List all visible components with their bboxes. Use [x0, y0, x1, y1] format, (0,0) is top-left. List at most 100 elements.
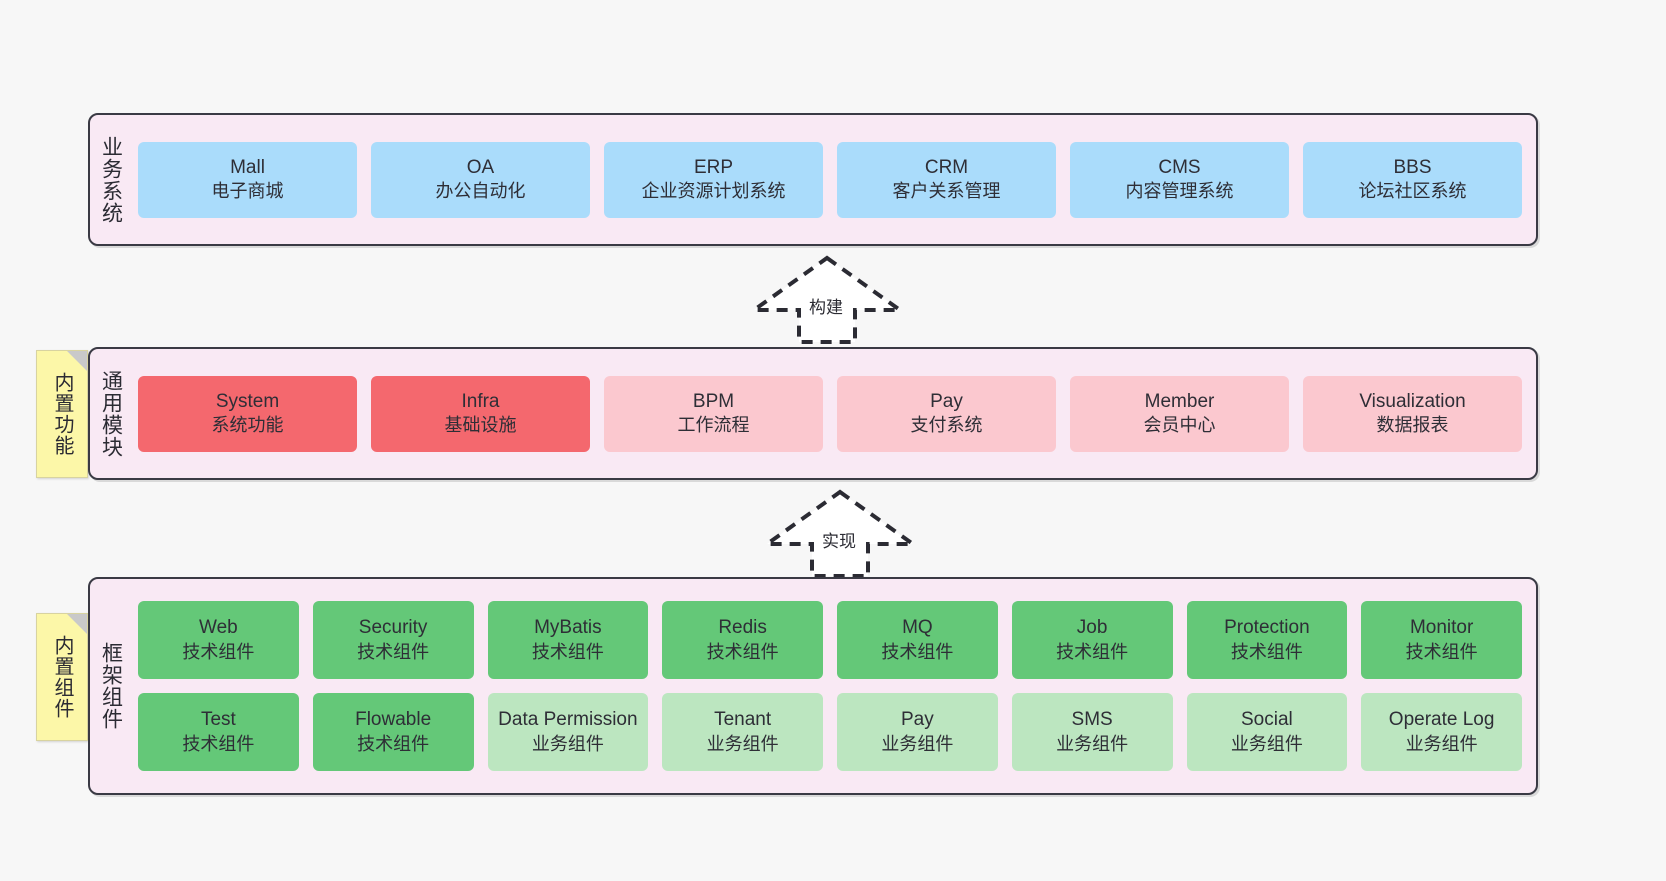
node-title-en: CRM	[924, 156, 969, 178]
sticky-note-builtin-features: 内置功能	[36, 350, 88, 478]
implement-arrow-shape	[760, 489, 920, 578]
node-card[interactable]: System 系统功能	[138, 375, 357, 452]
node-card[interactable]: CMS 内容管理系统	[1070, 141, 1289, 218]
node-title-cn: 技术组件	[1230, 641, 1303, 662]
node-title-en: Pay	[901, 709, 934, 731]
layer-body-modules: System 系统功能 Infra 基础设施 BPM 工作流程 Pay 支付系统 Member 会…	[132, 349, 1536, 478]
node-title-en: Mall	[230, 156, 265, 178]
node-card[interactable]: OA 办公自动化	[371, 141, 590, 218]
node-title-en: Web	[199, 617, 238, 639]
node-title-en: BPM	[692, 390, 735, 412]
layer-common-modules: 通用模块 System 系统功能 Infra 基础设施 BPM 工作流程 Pay 支付系统 Me…	[88, 347, 1538, 480]
node-title-en: CMS	[1158, 156, 1201, 178]
node-card[interactable]: CRM 客户关系管理	[837, 141, 1056, 218]
node-title-en: Redis	[718, 617, 767, 639]
node-card[interactable]: Pay 支付系统	[837, 375, 1056, 452]
node-card[interactable]: ERP 企业资源计划系统	[604, 141, 823, 218]
node-title-cn: 支付系统	[910, 415, 983, 436]
node-card[interactable]: Member 会员中心	[1070, 375, 1289, 452]
node-title-en: Infra	[461, 390, 500, 412]
node-title-en: OA	[466, 156, 495, 178]
modules-node-row: System 系统功能 Infra 基础设施 BPM 工作流程 Pay 支付系统 Member 会…	[138, 375, 1522, 452]
node-title-en: Operate Log	[1388, 709, 1495, 731]
node-title-cn: 技术组件	[182, 641, 255, 662]
node-title-cn: 业务组件	[881, 733, 954, 754]
node-title-en: Visualization	[1359, 390, 1466, 412]
node-title-cn: 业务组件	[531, 733, 604, 754]
node-title-en: MQ	[902, 617, 933, 639]
node-title-cn: 系统功能	[211, 415, 284, 436]
layer-body-business: Mall 电子商城 OA 办公自动化 ERP 企业资源计划系统 CRM 客户关系管理 CMS 内容…	[132, 115, 1536, 244]
node-title-cn: 技术组件	[357, 733, 430, 754]
node-card[interactable]: BBS 论坛社区系统	[1303, 141, 1522, 218]
node-title-cn: 技术组件	[881, 641, 954, 662]
node-title-cn: 技术组件	[1405, 641, 1478, 662]
node-card[interactable]: Mall 电子商城	[138, 141, 357, 218]
node-card[interactable]: BPM 工作流程	[604, 375, 823, 452]
layer-caption-business: 业务系统	[99, 135, 123, 224]
node-title-en: MyBatis	[534, 617, 602, 639]
node-title-en: Test	[200, 709, 236, 731]
node-title-cn: 基础设施	[444, 415, 517, 436]
node-title-en: Protection	[1224, 617, 1310, 639]
node-title-cn: 技术组件	[182, 733, 255, 754]
node-title-en: SMS	[1071, 709, 1113, 731]
connector-build-label: 构建	[809, 298, 843, 317]
node-title-en: ERP	[693, 156, 734, 178]
node-title-en: Job	[1076, 617, 1108, 639]
build-arrow-shape	[747, 255, 907, 344]
node-title-cn: 业务组件	[1405, 733, 1478, 754]
node-title-en: Security	[358, 617, 428, 639]
layer-caption-framework: 框架组件	[99, 642, 123, 730]
node-title-en: Pay	[930, 390, 963, 412]
node-title-cn: 数据报表	[1376, 415, 1449, 436]
node-title-cn: 技术组件	[531, 641, 604, 662]
layer-caption-modules: 通用模块	[99, 369, 123, 458]
connector-build: 构建	[747, 255, 912, 346]
node-title-cn: 电子商城	[211, 181, 284, 202]
node-card[interactable]: Infra 基础设施	[371, 375, 590, 452]
sticky-note-builtin-components: 内置组件	[36, 613, 88, 741]
node-title-cn: 论坛社区系统	[1358, 181, 1467, 202]
node-title-en: Tenant	[714, 709, 772, 731]
node-title-cn: 业务组件	[1056, 733, 1129, 754]
node-title-en: Member	[1144, 390, 1215, 412]
node-card[interactable]: Visualization 数据报表	[1303, 375, 1522, 452]
node-title-cn: 业务组件	[1230, 733, 1303, 754]
node-title-cn: 技术组件	[1056, 641, 1129, 662]
node-title-cn: 客户关系管理	[892, 181, 1001, 202]
node-title-cn: 企业资源计划系统	[641, 181, 786, 202]
node-title-cn: 会员中心	[1143, 415, 1216, 436]
node-title-en: Social	[1241, 709, 1293, 731]
node-title-cn: 工作流程	[677, 415, 750, 436]
node-title-en: System	[215, 390, 280, 412]
node-title-cn: 办公自动化	[435, 181, 526, 202]
node-title-en: Flowable	[355, 709, 432, 731]
node-title-en: BBS	[1393, 156, 1432, 178]
node-title-en: Monitor	[1409, 617, 1474, 639]
node-title-cn: 内容管理系统	[1125, 181, 1234, 202]
connector-implement: 实现	[760, 489, 925, 580]
node-title-cn: 技术组件	[357, 641, 430, 662]
